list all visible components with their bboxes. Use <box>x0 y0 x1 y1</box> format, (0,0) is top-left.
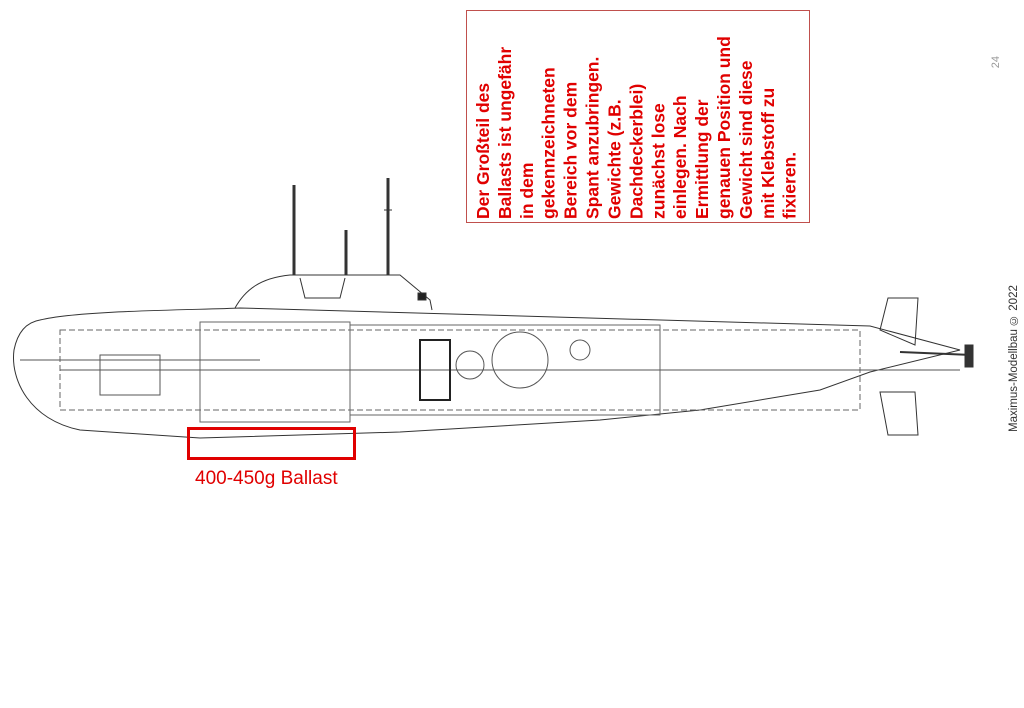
instruction-note-box: Der Großteil des Ballasts ist ungefähr i… <box>466 10 810 223</box>
page-number: 24 <box>990 56 1002 69</box>
copyright-footer: Maximus-Modellbau © 2022 <box>1008 285 1020 432</box>
ballast-label: 400-450g Ballast <box>195 468 338 489</box>
ballast-area-marker <box>187 427 356 460</box>
sail-outline <box>234 274 433 311</box>
tail-fin <box>879 391 919 436</box>
submarine-drawing <box>13 178 974 439</box>
tail-fin <box>879 297 919 346</box>
hull-outline <box>13 307 961 439</box>
